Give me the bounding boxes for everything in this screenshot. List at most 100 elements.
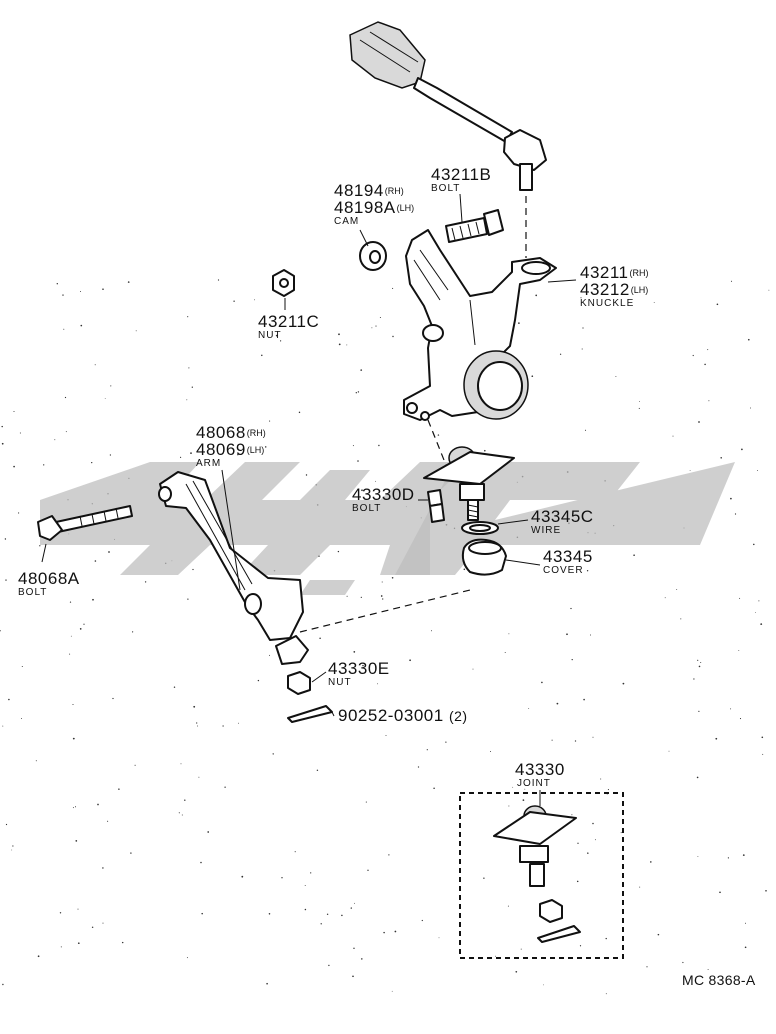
speckle-dot [107, 820, 109, 822]
speckle-dot [144, 581, 147, 583]
watermark-logo [40, 462, 735, 595]
speckle-dot [132, 631, 134, 633]
joint-detail [459, 792, 624, 959]
speckle-dot [173, 686, 176, 688]
speckle-dot [353, 651, 356, 653]
speckle-dot [417, 766, 420, 768]
speckle-dot [377, 683, 379, 685]
speckle-dot [198, 776, 200, 778]
speckle-dot [762, 753, 764, 755]
wire-callout: 43345C WIRE [531, 508, 594, 536]
speckle-dot [738, 649, 740, 651]
joint-part-name: JOINT [517, 778, 551, 789]
speckle-dot [5, 823, 8, 826]
speckle-dot [707, 349, 709, 351]
speckle-dot [102, 867, 104, 869]
speckle-dot [768, 289, 770, 291]
speckle-dot [80, 324, 83, 327]
speckle-dot [664, 597, 666, 599]
speckle-dot [197, 725, 199, 727]
knuckle-nut-callout: 43211C NUT [258, 313, 319, 341]
speckle-dot [508, 805, 510, 807]
speckle-dot [94, 364, 96, 366]
speckle-dot [39, 545, 41, 547]
speckle-dot [463, 568, 466, 571]
speckle-dot [112, 697, 114, 700]
speckle-dot [254, 299, 256, 301]
cover-part-number: 43345 [543, 547, 593, 566]
speckle-dot [233, 300, 235, 302]
speckle-dot [594, 839, 596, 841]
cam-rh-suffix: (RH) [384, 186, 404, 196]
knuckle-nut [272, 269, 295, 297]
speckle-dot [8, 698, 10, 701]
speckle-dot [352, 445, 354, 447]
knuckle-bolt-part-number: 43211B [431, 165, 492, 184]
speckle-dot [715, 737, 718, 740]
speckle-dot [639, 400, 640, 402]
speckle-dot [672, 435, 674, 437]
steering-knuckle [403, 229, 557, 421]
speckle-dot [178, 812, 180, 814]
speckle-dot [352, 975, 354, 978]
speckle-dot [704, 363, 706, 366]
speckle-dot [739, 597, 741, 599]
speckle-dot [698, 421, 700, 423]
speckle-dot [21, 665, 23, 668]
speckle-dot [21, 718, 22, 719]
speckle-dot [739, 718, 742, 720]
speckle-dot [720, 457, 722, 459]
speckle-dot [426, 749, 428, 751]
speckle-dot [97, 803, 99, 806]
speckle-dot [520, 948, 522, 950]
speckle-dot [543, 984, 544, 986]
speckle-dot [600, 778, 602, 780]
speckle-dot [583, 698, 585, 701]
speckle-dot [217, 279, 220, 281]
speckle-dot [620, 832, 622, 834]
joint-nut-part-name: NUT [328, 677, 352, 688]
speckle-dot [357, 460, 359, 462]
speckle-dot [698, 710, 700, 713]
speckle-dot [13, 410, 15, 413]
arm-rh-suffix: (RH) [246, 428, 266, 438]
speckle-dot [581, 348, 583, 350]
speckle-dot [495, 955, 496, 957]
speckle-dot [75, 840, 78, 842]
speckle-dot [1, 425, 3, 428]
speckle-dot [92, 598, 94, 601]
speckle-dot [633, 554, 635, 556]
speckle-dot [566, 633, 568, 636]
speckle-dot [551, 739, 553, 741]
speckle-dot [758, 600, 760, 602]
cover-part-name: COVER [543, 565, 584, 576]
speckle-dot [94, 560, 97, 562]
speckle-dot [64, 396, 67, 399]
speckle-dot [191, 386, 193, 388]
joint-nut [287, 671, 311, 695]
speckle-dot [72, 703, 74, 706]
tie-rod-end [349, 21, 547, 191]
speckle-dot [730, 497, 732, 500]
joint-bolt [427, 489, 445, 523]
speckle-dot [409, 659, 411, 662]
speckle-dot [121, 941, 124, 944]
joint-part-number: 43330 [515, 760, 565, 779]
speckle-dot [338, 343, 341, 346]
knuckle-bolt-callout: 43211B BOLT [431, 166, 491, 194]
speckle-dot [360, 596, 362, 598]
speckle-dot [0, 630, 1, 632]
speckle-dot [730, 280, 733, 282]
speckle-dot [515, 970, 518, 973]
speckle-dot [379, 316, 381, 319]
speckle-dot [433, 787, 435, 789]
speckle-dot [298, 411, 301, 414]
speckle-dot [18, 512, 20, 514]
speckle-dot [490, 751, 491, 752]
speckle-dot [571, 814, 573, 816]
knuckle-part-name: KNUCKLE [580, 298, 635, 309]
speckle-dot [696, 776, 699, 779]
speckle-dot [238, 722, 239, 724]
speckle-dot [80, 291, 81, 292]
speckle-dot [304, 885, 306, 886]
